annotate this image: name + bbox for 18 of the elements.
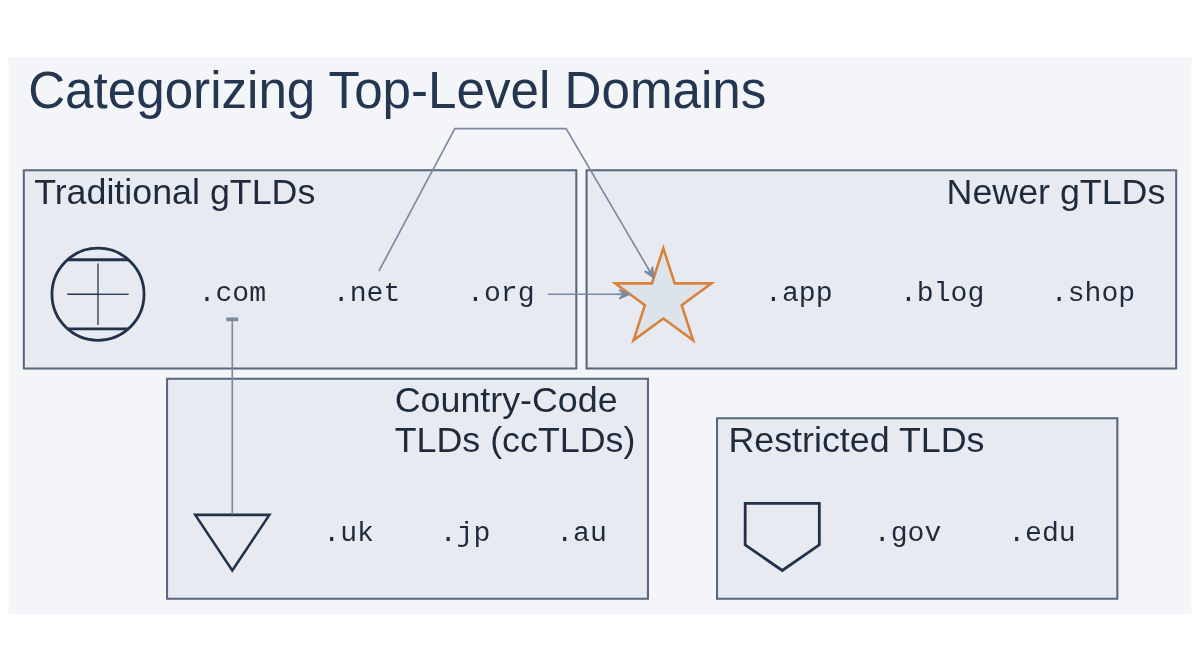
arrow [547,288,631,300]
node-picture [611,243,716,344]
node-picture [743,501,821,572]
node-text: .com [198,277,267,309]
node-text: .blog [899,277,985,309]
node-text: .uk [323,517,374,549]
node-text: .shop [1050,277,1136,309]
node-picture [50,246,146,342]
node-text: .net [332,277,401,309]
diagram-title: Categorizing Top-Level Domains [28,61,767,119]
node-text: .edu [1008,517,1076,549]
node-text: .org [467,277,535,309]
node-text: .au [556,517,607,549]
node-text: .jp [439,517,491,549]
node-text: .app [765,277,833,309]
node-picture [192,513,272,573]
arrow [378,127,655,279]
node-text: .gov [873,517,942,549]
